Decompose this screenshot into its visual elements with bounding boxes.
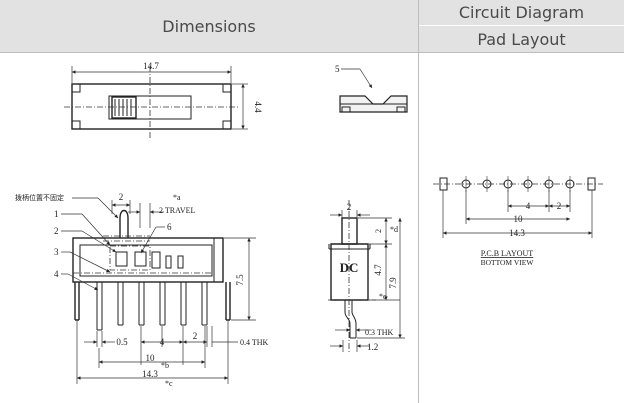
side-pin-thickness-label: 0.3 THK [365, 328, 394, 337]
front-view: 拨柄位置不固定 1 2 3 4 6 2 *a 2 TRAVEL 7.5 [15, 192, 269, 388]
front-view-contact-right [134, 251, 147, 267]
pin-6 [201, 282, 208, 326]
pitch-0-5-label: 0.5 [116, 337, 128, 347]
callout-4: 4 [54, 269, 59, 279]
callout-2: 2 [54, 226, 59, 236]
top-view-body [71, 83, 232, 130]
pin-4 [159, 282, 166, 326]
pad-pitch-2-label: 2 [557, 201, 562, 211]
side-height-7-9-label: 7.9 [388, 277, 398, 289]
side-top-width-label: 2 [347, 202, 352, 212]
front-height-label: 7.5 [235, 274, 245, 286]
end-view: 5 [335, 64, 408, 113]
callout-1: 1 [54, 209, 59, 219]
mark-c: *c [165, 379, 173, 388]
mark-d: *d [390, 225, 398, 234]
mark-a: *a [173, 193, 181, 202]
callout-3: 3 [54, 247, 59, 257]
top-view-width-label: 14.7 [143, 61, 159, 71]
pad-layout-header: Pad Layout [419, 26, 624, 52]
side-height-4-7-label: 4.7 [373, 264, 383, 276]
mark-e: *e [379, 292, 387, 301]
side-top-dim-label: 2 [374, 229, 383, 233]
top-view-corner-tabs [71, 84, 232, 129]
mark-b: *b [161, 361, 169, 370]
pin-thickness-label: 0.4 THK [240, 338, 269, 347]
actuator-position-note: 拨柄位置不固定 [15, 193, 64, 202]
side-view: 2 DC 2 *d 4.7 *e 7.9 0.3 THK [328, 200, 405, 352]
front-view-slider [109, 245, 151, 271]
pcb-layout-title: P.C.B LAYOUT [481, 249, 533, 258]
pad-layout: 4 2 10 14.3 P.C.B LAYOUT BOTTOM VIEW [433, 176, 603, 267]
callout-5: 5 [335, 64, 340, 74]
front-view-actuator [119, 209, 129, 238]
top-view: 14.7 4.4 [64, 61, 263, 138]
pin-5 [180, 282, 187, 326]
pitch-2-label: 2 [193, 331, 198, 341]
side-view-actuator [341, 217, 358, 245]
knob-width-label: 2 [119, 192, 124, 202]
mount-pad-left [439, 177, 448, 191]
front-view-contact-left [115, 251, 128, 267]
front-view-mount-right [225, 282, 231, 321]
pad-pitch-4-label: 4 [526, 201, 531, 211]
pad-span-10-label: 10 [514, 214, 524, 224]
front-view-mount-left [74, 282, 80, 321]
pin-1 [96, 282, 103, 331]
callout-6: 6 [167, 222, 172, 232]
top-view-knob [111, 96, 137, 119]
circuit-diagram-header: Circuit Diagram [419, 0, 624, 25]
bottom-view-subtitle: BOTTOM VIEW [481, 258, 535, 267]
dimensions-header-label: Dimensions [162, 16, 256, 36]
side-view-pin [344, 300, 357, 339]
top-view-knob-ribs [114, 99, 132, 116]
front-view-end-cap [213, 237, 224, 283]
mount-pad-right [587, 177, 596, 191]
pad-layout-header-label: Pad Layout [477, 29, 566, 49]
travel-label: 2 TRAVEL [159, 206, 195, 215]
pad-span-14-3-label: 14.3 [509, 228, 525, 238]
top-view-height-label: 4.4 [253, 101, 263, 113]
side-width-1-2-label: 1.2 [367, 342, 378, 352]
dimensions-header: Dimensions [0, 0, 418, 52]
span-14-3-label: 14.3 [142, 369, 158, 379]
pin-2 [117, 282, 124, 326]
side-view-body [330, 243, 369, 301]
pitch-4-label: 4 [160, 337, 165, 347]
span-10-label: 10 [146, 353, 156, 363]
circuit-diagram-header-label: Circuit Diagram [458, 3, 585, 22]
pin-3 [138, 282, 145, 326]
